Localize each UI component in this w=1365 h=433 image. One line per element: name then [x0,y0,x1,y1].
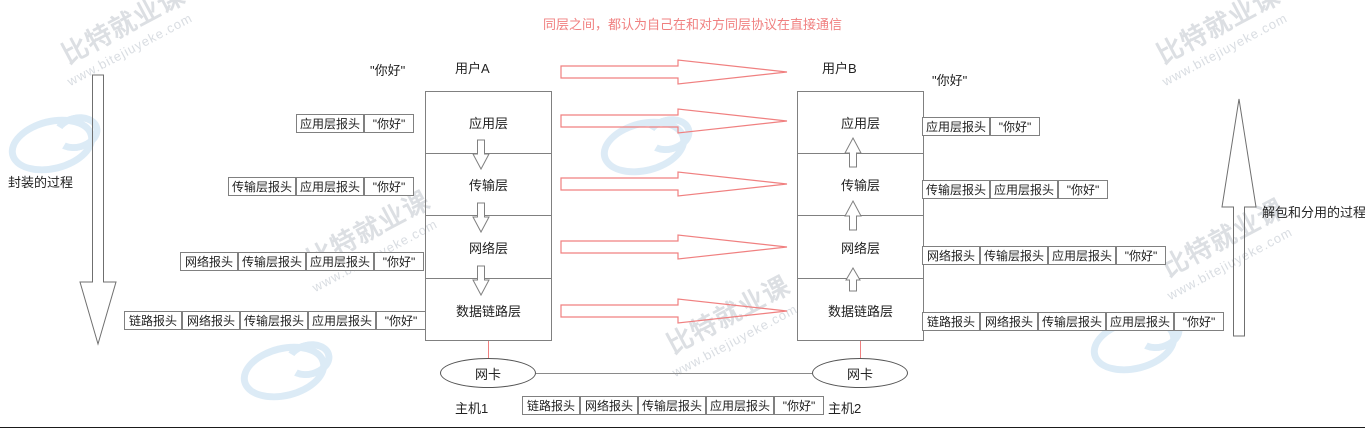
watermark-brand: 比特就业课 [56,0,190,70]
stack-layer-transport: 传输层 [426,154,551,216]
header-chip: "你好" [364,114,414,133]
header-chip: 网络报头 [182,311,240,330]
payload-label-right: "你好" [932,73,968,88]
header-chip: "你好" [1058,180,1108,199]
peer-arrow-application [560,108,788,134]
header-chip: 网络报头 [580,396,638,415]
nic-left: 网卡 [440,358,536,388]
header-chip: 传输层报头 [238,252,306,271]
arrow-up-datalink-to-network [843,267,861,292]
bottom-divider [0,427,1365,428]
decapsulation-row-transport: 传输层报头应用层报头"你好" [922,180,1108,199]
watermark-site: www.bitejiuyeke.com [1159,10,1291,89]
header-chip: 应用层报头 [306,252,374,271]
header-chip: 传输层报头 [1038,312,1106,331]
header-chip: 应用层报头 [1048,246,1116,265]
encapsulation-process-label: 封装的过程 [8,175,74,190]
stack-layer-network: 网络层 [426,216,551,279]
network-wire [536,373,812,374]
header-chip: 链路报头 [922,312,980,331]
header-chip: 应用层报头 [296,177,364,196]
encapsulation-row-datalink: 链路报头网络报头传输层报头应用层报头"你好" [124,311,426,330]
header-chip: 应用层报头 [308,311,376,330]
host-2-label: 主机2 [828,401,862,416]
header-chip: "你好" [990,117,1040,136]
header-chip: "你好" [774,396,824,415]
header-chip: 链路报头 [522,396,580,415]
encapsulation-row-application: 应用层报头"你好" [296,114,414,133]
header-chip: 应用层报头 [990,180,1058,199]
nic-right: 网卡 [812,358,908,388]
header-chip: 应用层报头 [706,396,774,415]
encapsulation-row-network: 网络报头传输层报头应用层报头"你好" [180,252,424,271]
decapsulation-row-datalink: 链路报头网络报头传输层报头应用层报头"你好" [922,312,1224,331]
decapsulation-row-network: 网络报头传输层报头应用层报头"你好" [922,246,1166,265]
decapsulation-row-application: 应用层报头"你好" [922,117,1040,136]
header-chip: 网络报头 [980,312,1038,331]
arrow-down-transport-to-network [471,202,490,234]
header-chip: "你好" [1174,312,1224,331]
peer-arrow-datalink [560,298,788,324]
header-chip: 传输层报头 [228,177,296,196]
peer-arrow-top [560,59,788,85]
nic-connector-right [860,341,861,358]
watermark-swirl-icon [234,335,334,409]
watermark-brand: 比特就业课 [1151,0,1285,70]
nic-connector-left [488,341,489,358]
header-chip: 网络报头 [180,252,238,271]
diagram-title: 同层之间，都认为自己在和对方同层协议在直接通信 [543,17,843,32]
header-chip: 应用层报头 [1106,312,1174,331]
stack-layer-network: 网络层 [798,216,923,279]
header-chip: "你好" [1116,246,1166,265]
payload-label-left: "你好" [370,63,406,78]
encapsulation-row-transport: 传输层报头应用层报头"你好" [228,177,414,196]
header-chip: "你好" [364,177,414,196]
user-a-label: 用户A [455,61,490,76]
peer-arrow-network [560,234,788,260]
arrow-down-app-to-transport [471,139,490,171]
decapsulation-process-label: 解包和分用的过程 [1262,205,1365,220]
decapsulation-arrow [1219,98,1259,338]
arrow-up-transport-to-app [843,136,862,168]
header-chip: 应用层报头 [922,117,990,136]
header-chip: 应用层报头 [296,114,364,133]
header-chip: "你好" [374,252,424,271]
header-chip: 网络报头 [922,246,980,265]
header-chip: 传输层报头 [980,246,1048,265]
header-chip: "你好" [376,311,426,330]
stack-layer-datalink: 数据链路层 [827,304,893,319]
peer-arrow-transport [560,171,788,197]
user-b-label: 用户B [822,61,857,76]
transmitted-frame: 链路报头网络报头传输层报头应用层报头"你好" [522,396,824,415]
host-1-label: 主机1 [455,401,489,416]
arrow-down-network-to-datalink [471,265,490,297]
encapsulation-arrow [78,74,118,346]
arrow-up-network-to-transport [843,199,862,231]
header-chip: 链路报头 [124,311,182,330]
header-chip: 传输层报头 [922,180,990,199]
protocol-stack-user-a: 应用层 传输层 网络层 数据链路层 [425,91,552,341]
header-chip: 传输层报头 [240,311,308,330]
header-chip: 传输层报头 [638,396,706,415]
stack-layer-datalink: 数据链路层 [455,304,521,319]
